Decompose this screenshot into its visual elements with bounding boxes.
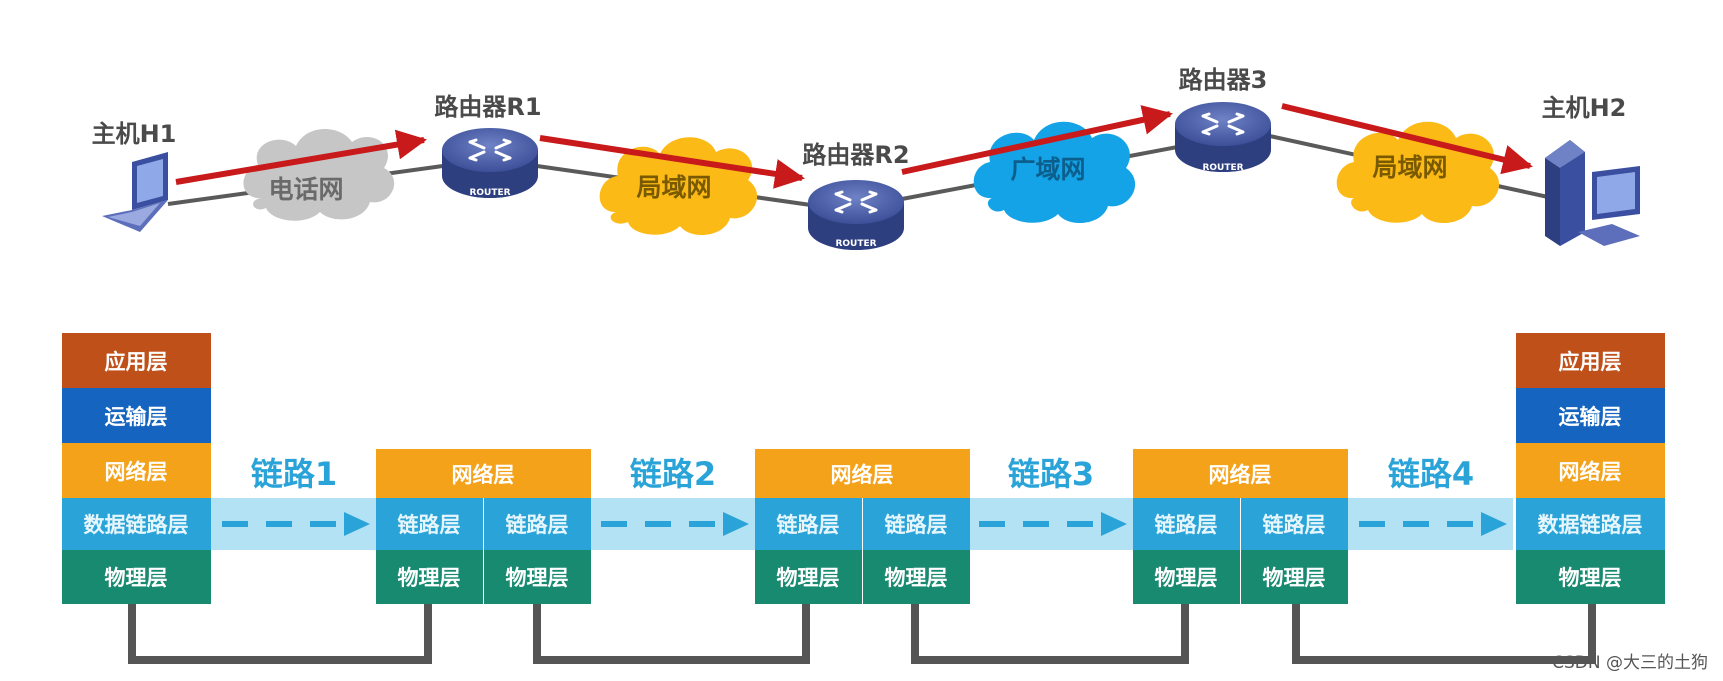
- cloud-wan-label: 广域网: [1010, 155, 1085, 184]
- router2-physical-layer-left: [755, 550, 862, 604]
- router2-link-layer-left: [755, 498, 862, 550]
- router-r1: ROUTER: [442, 128, 538, 198]
- host2-datalink-label: 数据链路层: [1538, 513, 1643, 537]
- router1-link-label-left: 链路层: [398, 513, 461, 537]
- router1-link-layer-left: [376, 498, 483, 550]
- cloud-lan-1: 局域网: [599, 137, 758, 236]
- host2-protocol-stack: 应用层 运输层 网络层 数据链路层 物理层: [1516, 333, 1665, 604]
- router2-network-label: 网络层: [831, 463, 894, 487]
- data-path-arrows: [175, 103, 1533, 189]
- router3-link-layer-right: [1241, 498, 1348, 550]
- physical-cables: [128, 604, 1596, 664]
- host1-protocol-stack: 应用层 运输层 网络层 数据链路层 物理层: [62, 333, 211, 604]
- router3-physical-label-right: 物理层: [1263, 566, 1326, 590]
- router2-physical-layer-right: [863, 550, 970, 604]
- router2-physical-label-left: 物理层: [777, 566, 840, 590]
- host1-datalink-layer: [62, 498, 211, 550]
- host2-network-label: 网络层: [1559, 460, 1622, 484]
- watermark: CSDN @大三的土狗: [1552, 653, 1708, 673]
- path-arrow-4: [1281, 103, 1533, 175]
- router3-label: 路由器3: [1179, 66, 1268, 94]
- router1-link-layer-right: [484, 498, 591, 550]
- link-arrowheads: [344, 512, 1507, 536]
- host1-datalink-label: 数据链路层: [84, 513, 189, 537]
- router1-physical-label-left: 物理层: [398, 566, 461, 590]
- link-2-label: 链路2: [630, 455, 716, 493]
- router-r1-badge: ROUTER: [469, 188, 510, 198]
- host1-transport-label: 运输层: [105, 405, 168, 429]
- router-r3: ROUTER: [1175, 102, 1271, 173]
- host1-application-label: 应用层: [105, 350, 168, 374]
- path-arrow-3: [901, 105, 1173, 175]
- router-r3-badge: ROUTER: [1202, 163, 1243, 173]
- router-r2-arrows-icon: [834, 190, 878, 214]
- laptop-icon: [102, 152, 168, 232]
- host2-application-layer: [1516, 333, 1665, 388]
- host1-physical-layer: [62, 550, 211, 604]
- router1-physical-layer-left: [376, 550, 483, 604]
- router2-protocol-stack: 网络层 链路层 链路层 物理层 物理层: [755, 449, 970, 604]
- router3-link-label-right: 链路层: [1263, 513, 1326, 537]
- router2-physical-label-right: 物理层: [885, 566, 948, 590]
- router3-physical-layer-right: [1241, 550, 1348, 604]
- host2-network-layer: [1516, 443, 1665, 498]
- router-r2: ROUTER: [808, 180, 904, 250]
- router3-network-label: 网络层: [1209, 463, 1272, 487]
- path-arrow-2: [539, 135, 805, 189]
- host2-transport-layer: [1516, 388, 1665, 443]
- link-3-label: 链路3: [1008, 455, 1094, 493]
- host2-datalink-layer: [1516, 498, 1665, 550]
- cloud-telephone-network: 电话网: [243, 128, 395, 221]
- router3-network-layer: [1133, 449, 1348, 498]
- link-1-label: 链路1: [251, 455, 337, 493]
- router1-link-label-right: 链路层: [506, 513, 569, 537]
- router3-physical-layer-left: [1133, 550, 1240, 604]
- router1-physical-layer-right: [484, 550, 591, 604]
- router1-physical-label-right: 物理层: [506, 566, 569, 590]
- link-4-label: 链路4: [1388, 455, 1474, 493]
- router-r3-arrows-icon: [1201, 112, 1245, 136]
- host1-application-layer: [62, 333, 211, 388]
- cloud-lan-1-label: 局域网: [636, 173, 711, 202]
- host1-physical-label: 物理层: [105, 566, 168, 590]
- router3-link-label-left: 链路层: [1155, 513, 1218, 537]
- cloud-telephone-label: 电话网: [268, 175, 343, 204]
- desktop-computer-icon: [1545, 140, 1640, 246]
- router3-protocol-stack: 网络层 链路层 链路层 物理层 物理层: [1133, 449, 1348, 604]
- router2-label: 路由器R2: [802, 141, 909, 169]
- router-r1-arrows-icon: [468, 138, 512, 162]
- router-r2-badge: ROUTER: [835, 239, 876, 249]
- host2-physical-label: 物理层: [1559, 566, 1622, 590]
- router1-network-label: 网络层: [452, 463, 515, 487]
- router3-physical-label-left: 物理层: [1155, 566, 1218, 590]
- host1-label: 主机H1: [92, 120, 177, 148]
- host1-network-label: 网络层: [105, 460, 168, 484]
- router2-network-layer: [755, 449, 970, 498]
- router2-link-layer-right: [863, 498, 970, 550]
- cloud-lan-2-label: 局域网: [1372, 153, 1447, 182]
- host2-label: 主机H2: [1542, 94, 1627, 122]
- router1-protocol-stack: 网络层 链路层 链路层 物理层 物理层: [376, 449, 591, 604]
- path-arrow-1: [175, 129, 427, 185]
- router3-link-layer-left: [1133, 498, 1240, 550]
- host1-transport-layer: [62, 388, 211, 443]
- host2-physical-layer: [1516, 550, 1665, 604]
- host2-application-label: 应用层: [1559, 350, 1622, 374]
- router1-label: 路由器R1: [434, 93, 541, 121]
- host1-network-layer: [62, 443, 211, 498]
- host2-transport-label: 运输层: [1559, 405, 1622, 429]
- router2-link-label-right: 链路层: [885, 513, 948, 537]
- router2-link-label-left: 链路层: [777, 513, 840, 537]
- router1-network-layer: [376, 449, 591, 498]
